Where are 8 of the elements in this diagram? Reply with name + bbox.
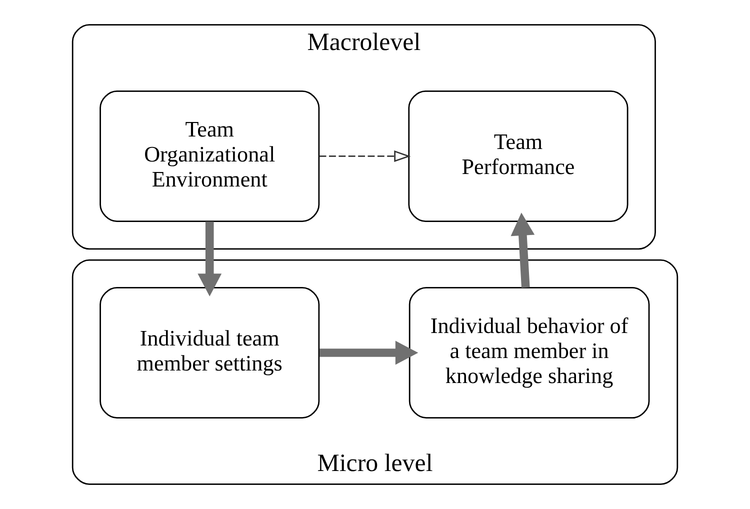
arrow [510, 212, 535, 288]
arrow [198, 222, 222, 296]
node-box: Team Performance [408, 90, 628, 222]
arrow [320, 340, 418, 365]
node-box: Individual team member settings [100, 287, 320, 418]
node-box: Team Organizational Environment [100, 90, 320, 222]
arrow [319, 150, 411, 162]
node-box: Individual behavior of a team member in knowledge sharing [408, 287, 650, 418]
